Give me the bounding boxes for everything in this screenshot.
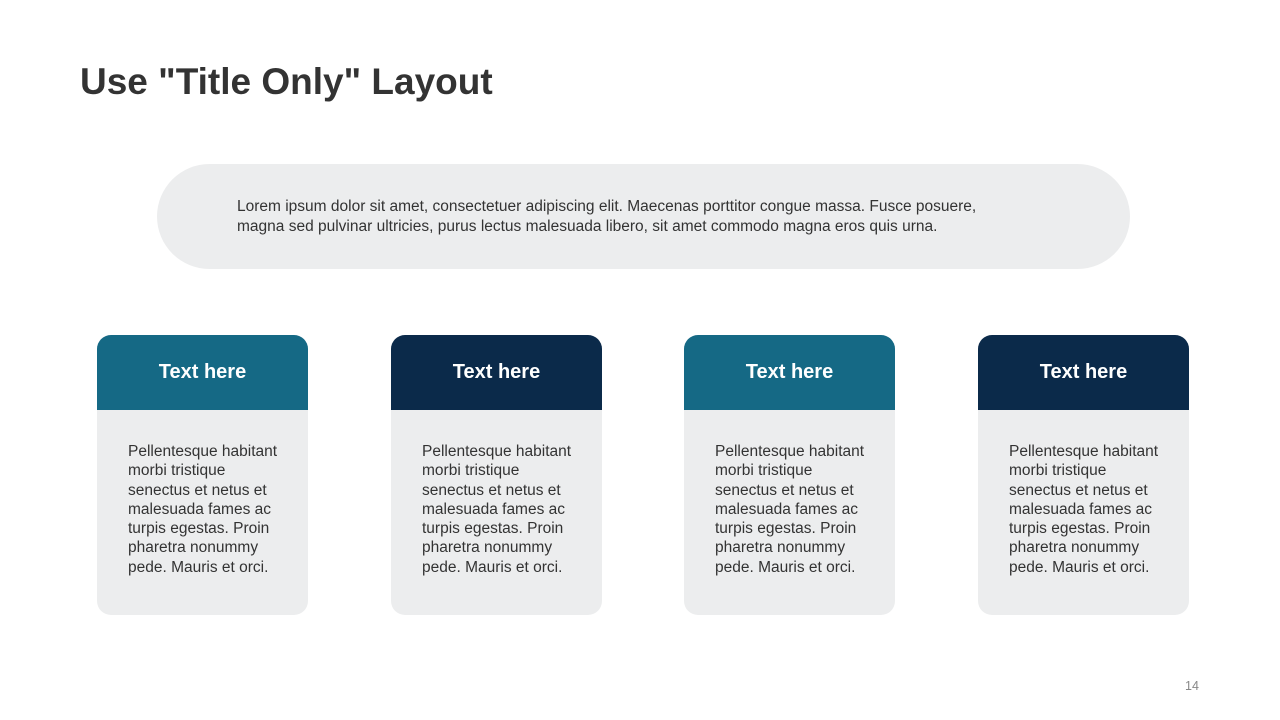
card-2-header: Text here: [391, 335, 602, 410]
card-4-body: Pellentesque habitant morbi tristique se…: [1009, 443, 1159, 576]
card-2-body: Pellentesque habitant morbi tristique se…: [422, 443, 572, 576]
card-4: Text here Pellentesque habitant morbi tr…: [978, 335, 1189, 615]
intro-text: Lorem ipsum dolor sit amet, consectetuer…: [237, 198, 977, 235]
card-3-body: Pellentesque habitant morbi tristique se…: [715, 443, 865, 576]
card-2: Text here Pellentesque habitant morbi tr…: [391, 335, 602, 615]
page-number: 14: [1185, 679, 1199, 693]
card-3-header: Text here: [684, 335, 895, 410]
card-1: Text here Pellentesque habitant morbi tr…: [97, 335, 308, 615]
card-1-body: Pellentesque habitant morbi tristique se…: [128, 443, 278, 576]
intro-panel: Lorem ipsum dolor sit amet, consectetuer…: [157, 164, 1130, 269]
slide-title: Use "Title Only" Layout: [80, 61, 493, 102]
card-4-header: Text here: [978, 335, 1189, 410]
card-3: Text here Pellentesque habitant morbi tr…: [684, 335, 895, 615]
card-1-header: Text here: [97, 335, 308, 410]
